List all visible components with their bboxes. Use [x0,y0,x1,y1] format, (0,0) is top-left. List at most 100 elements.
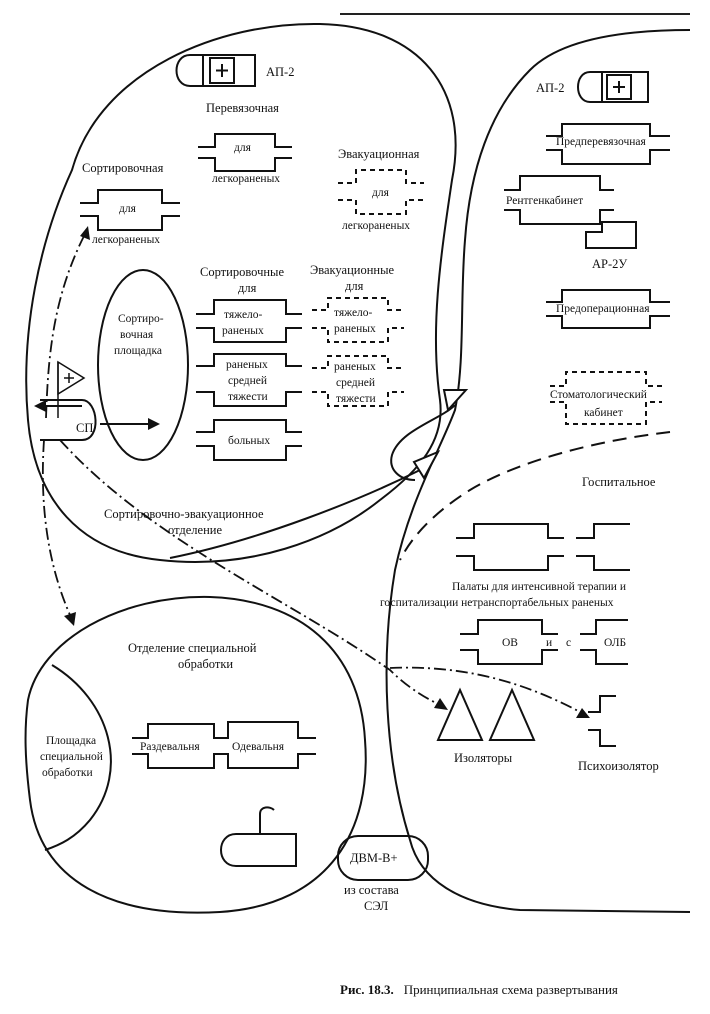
tent-xray [504,175,614,225]
special-area-label-1: Площадка [46,735,96,747]
flow-to-special-dept [41,439,71,616]
dressing-title: Перевязочная [206,101,279,115]
evac-mid-3: тяжести [336,393,376,405]
and-label: и [546,637,552,649]
evac-flow-lower-head [442,389,469,413]
tent-ward-right [576,523,630,571]
sort-light-title: Сортировочная [82,161,164,175]
figure-number: Рис. 18.3. [340,982,394,997]
tent-preop [546,289,670,329]
hospital-separation-dashed-line [399,431,671,561]
dressing-for-label: для [234,142,252,154]
olb-label: ОЛБ [604,637,626,649]
sort-area-3: площадка [114,345,162,357]
sel-label-1: из состава [344,883,399,897]
evac-flow-upper [169,469,421,559]
sorting-evacuation-department-region [25,22,457,563]
special-dept-label-1: Отделение специальной [128,641,257,655]
dress-label: Одевальня [232,741,285,753]
evac-mid-1: раненых [334,361,376,373]
tent-dressing-light [198,133,292,172]
undress-label: Раздевальня [140,741,200,753]
sort-mid-3: тяжести [228,391,268,403]
tent-evacuation-heavy [312,297,404,343]
evac-heavy-title-2: для [345,279,364,293]
tent-evacuation-medium [312,355,404,407]
hospital-department-region [385,29,691,913]
sorting-area-ellipse [97,269,189,461]
sp-arrow-left-head [34,400,46,412]
dvm-label: ДВМ-В+ [350,851,398,865]
sort-heavy-a2: раненых [222,325,264,337]
flow-to-psych [389,666,581,713]
dental-label-2: кабинет [584,407,623,419]
tent-sorting-heavy [196,299,302,343]
tent-dental [550,371,662,425]
tent-ward-left [456,523,564,571]
ar2u-vehicle [585,221,637,249]
sort-mid-1: раненых [226,359,268,371]
special-dept-label-2: обработки [178,657,233,671]
tent-sick [196,419,302,461]
wards-label-1: Палаты для интенсивной терапии и [452,581,626,593]
tent-sorting-light [80,189,180,231]
vehicle-ap2-left [175,54,256,87]
flow-to-special-dept-head [64,612,76,626]
evac-mid-2: средней [336,377,375,389]
sort-heavy-title-1: Сортировочные [200,265,284,279]
flow-to-isolators [59,439,441,706]
ap2-left-label: АП-2 [266,65,294,79]
dvm-vehicle [337,835,429,881]
special-processing-department-region [24,595,367,914]
sort-light-for: для [119,203,137,215]
dental-label-1: Стоматологический [550,389,647,401]
hospital-label: Госпитальное [582,475,656,489]
special-area-label-2: специальной [40,751,103,763]
flow-to-light-sorting [45,235,85,419]
evac-light-sub: легкораненых [342,220,410,232]
special-area-boundary [44,664,112,851]
sort-heavy-title-2: для [238,281,257,295]
sort-mid-2: средней [228,375,267,387]
evac-heavy-title-1: Эвакуационные [310,263,394,277]
sort-light-sub: легкораненых [92,234,160,246]
evac-light-title: Эвакуационная [338,147,420,161]
special-area-label-3: обработки [42,767,93,779]
tent-olb [580,619,628,665]
flow-to-light-sorting-head [80,226,90,240]
tent-sorting-medium [196,353,302,407]
tent-evacuation-light [338,169,424,215]
tent-ov [460,619,558,665]
truck-icon [220,806,297,867]
wards-label-2: госпитализации нетранспортабельных ранен… [380,597,614,609]
ap2-right-label: АП-2 [536,81,564,95]
evac-heavy-a2: раненых [334,323,376,335]
psych-label: Психоизолятор [578,759,659,773]
sorting-dept-label-2: отделение [168,523,222,537]
sort-area-2: вочная [120,329,154,341]
sp-post-outline [40,399,97,441]
flow-to-isolators-head [434,698,448,710]
sick-label: больных [228,435,270,447]
tent-dress [214,721,316,769]
evac-heavy-a1: тяжело- [334,307,373,319]
sel-label-2: СЭЛ [364,899,389,913]
ar2u-label: АР-2У [592,257,627,271]
tent-preop-dressing [546,123,670,165]
sort-heavy-a1: тяжело- [224,309,263,321]
preop-label: Предоперационная [556,303,650,315]
sorting-dept-label-1: Сортировочно-эвакуационное [104,507,264,521]
triangle-tent-icon [488,687,536,741]
evac-light-for: для [372,187,390,199]
sort-area-1: Сортиро- [118,313,164,325]
isolators-label: Изоляторы [454,751,513,765]
preop-dressing-label: Предперевязочная [556,136,647,148]
c-label: с [566,637,571,649]
vehicle-ap2-right [577,71,649,103]
sp-arrow-right-head [148,418,160,430]
evac-flow-upper-head [412,449,441,480]
figure-caption: Рис. 18.3. Принципиальная схема разверты… [340,981,618,998]
dressing-light-label: легкораненых [212,173,280,185]
xray-label: Рентгенкабинет [506,195,583,207]
